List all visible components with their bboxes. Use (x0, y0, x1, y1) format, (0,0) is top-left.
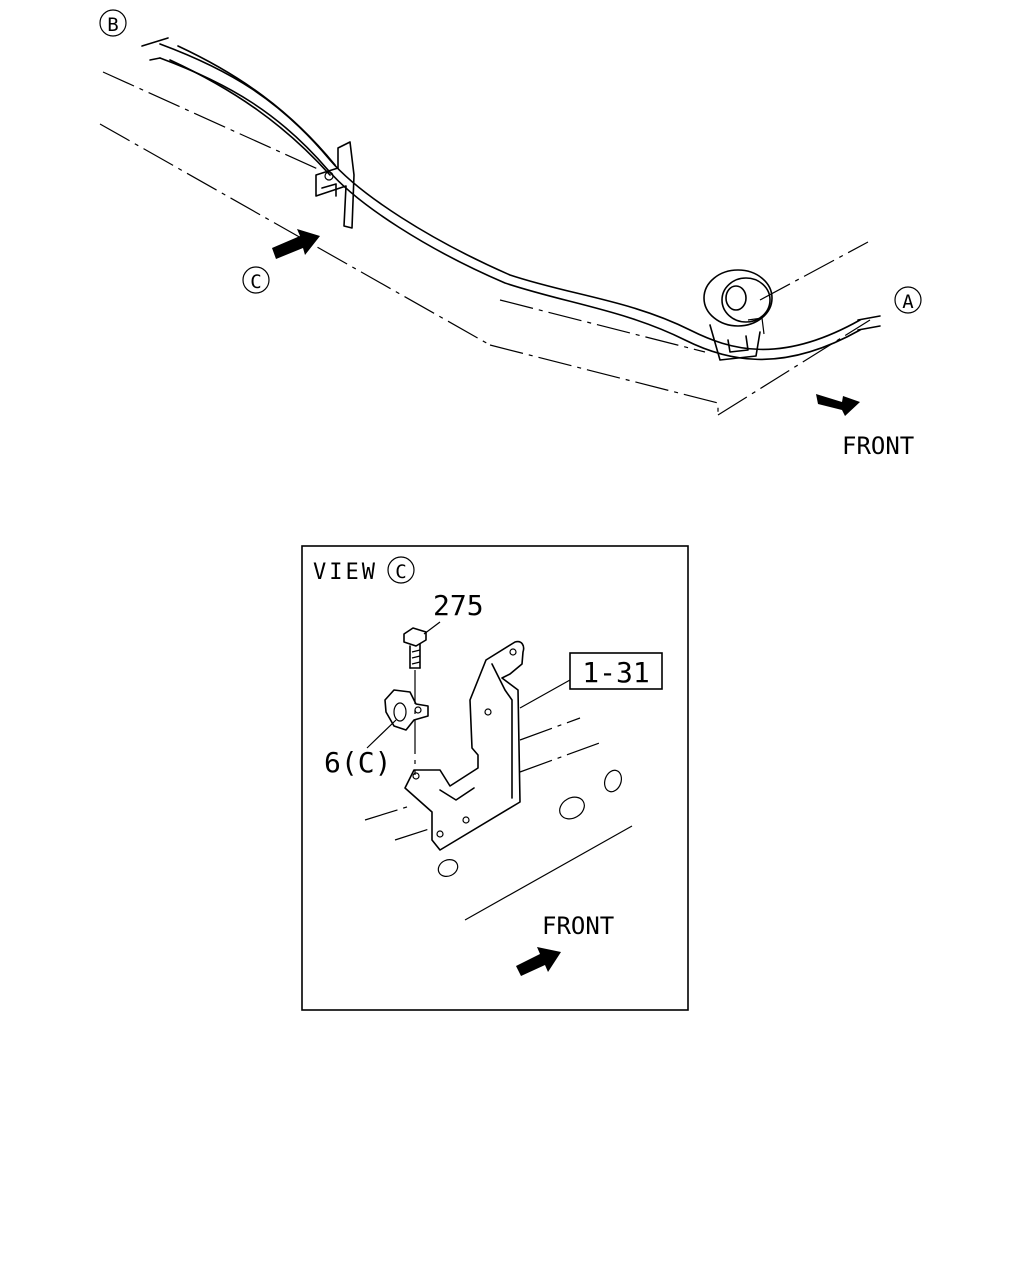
view-c-panel: VIEW C (301, 545, 689, 1011)
front-arrow-icon (816, 394, 860, 416)
part-number-clip: 6(C) (324, 746, 391, 779)
callout-c-label: C (250, 271, 261, 293)
callout-b: B (99, 9, 127, 37)
mounting-bracket (404, 640, 525, 851)
spare-carrier-pulley (703, 269, 773, 361)
callout-a: A (894, 286, 922, 314)
reference-box (569, 652, 663, 690)
front-label-top: FRONT (842, 432, 914, 460)
view-title: VIEW (313, 560, 378, 585)
bolt-275 (403, 627, 427, 775)
view-frame-lines (364, 717, 633, 921)
front-arrow-view-icon (516, 947, 561, 976)
view-c-arrow-icon (272, 229, 320, 259)
view-title-ref: C (395, 561, 406, 583)
callout-c: C (242, 266, 270, 294)
pipe-clip-6c (384, 689, 429, 731)
part-number-bolt: 275 (433, 589, 484, 622)
frame-outline (99, 71, 871, 416)
reference-number: 1-31 (582, 656, 649, 689)
front-label-view: FRONT (542, 912, 614, 940)
callout-b-label: B (107, 14, 118, 36)
brake-pipes (141, 37, 881, 361)
pipe-clip-bracket (315, 141, 355, 229)
callout-a-label: A (902, 291, 914, 313)
